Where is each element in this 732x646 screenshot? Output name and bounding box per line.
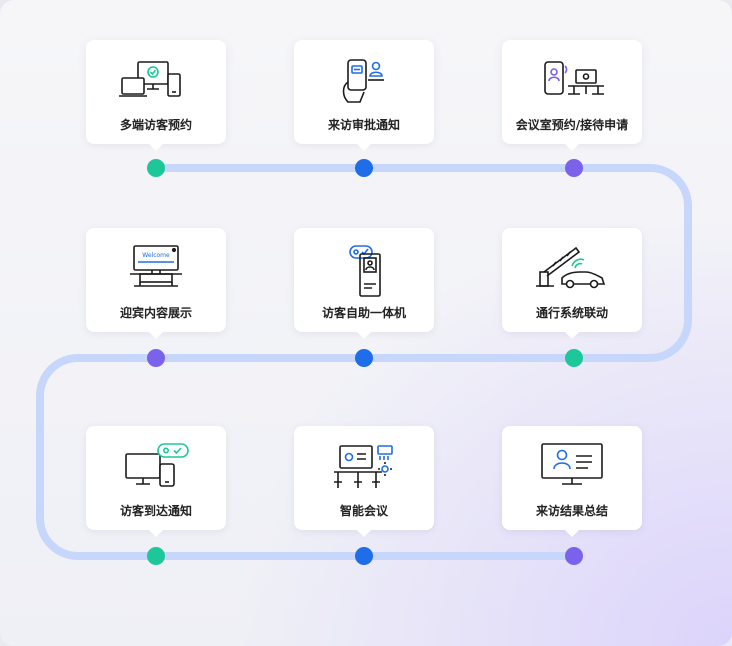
arrival-notification-icon xyxy=(125,443,189,487)
step-dot-5 xyxy=(355,349,373,367)
step-dot-6 xyxy=(565,349,583,367)
step-label: 访客到达通知 xyxy=(119,504,192,518)
step-label: 来访审批通知 xyxy=(327,118,400,132)
step-card-welcome-display: Welcome 迎宾内容展示 xyxy=(86,228,226,339)
step-dot-9 xyxy=(565,547,583,565)
step-label: 访客自助一体机 xyxy=(321,306,406,320)
visit-summary-icon xyxy=(541,443,603,485)
step-dot-2 xyxy=(355,159,373,177)
barrier-gate-car-icon xyxy=(536,246,606,289)
multi-device-icon xyxy=(119,61,181,97)
step-card-multi-device-booking: 多端访客预约 xyxy=(86,40,226,151)
step-card-visit-summary: 来访结果总结 xyxy=(502,426,642,537)
step-card-meeting-room-booking: 会议室预约/接待申请 xyxy=(502,40,642,151)
self-service-kiosk-icon xyxy=(349,245,381,297)
smart-meeting-icon xyxy=(334,445,393,488)
step-label: 通行系统联动 xyxy=(535,306,608,320)
step-label: 多端访客预约 xyxy=(119,118,192,132)
step-card-self-service-kiosk: 访客自助一体机 xyxy=(294,228,434,339)
step-label: 智能会议 xyxy=(339,504,388,518)
phone-approval-icon xyxy=(342,59,384,103)
step-card-arrival-notice: 访客到达通知 xyxy=(86,426,226,537)
svg-text:Welcome: Welcome xyxy=(142,252,170,259)
step-card-smart-meeting: 智能会议 xyxy=(294,426,434,537)
meeting-room-booking-icon xyxy=(544,61,604,95)
step-card-visit-approval: 来访审批通知 xyxy=(294,40,434,151)
welcome-screen-icon: Welcome xyxy=(130,245,182,287)
step-dot-3 xyxy=(565,159,583,177)
step-card-access-gate: 通行系统联动 xyxy=(502,228,642,339)
step-label: 迎宾内容展示 xyxy=(119,306,192,320)
step-label: 来访结果总结 xyxy=(535,504,608,518)
step-label: 会议室预约/接待申请 xyxy=(515,118,629,132)
step-dot-8 xyxy=(355,547,373,565)
step-dot-7 xyxy=(147,547,165,565)
step-dot-1 xyxy=(147,159,165,177)
step-dot-4 xyxy=(147,349,165,367)
